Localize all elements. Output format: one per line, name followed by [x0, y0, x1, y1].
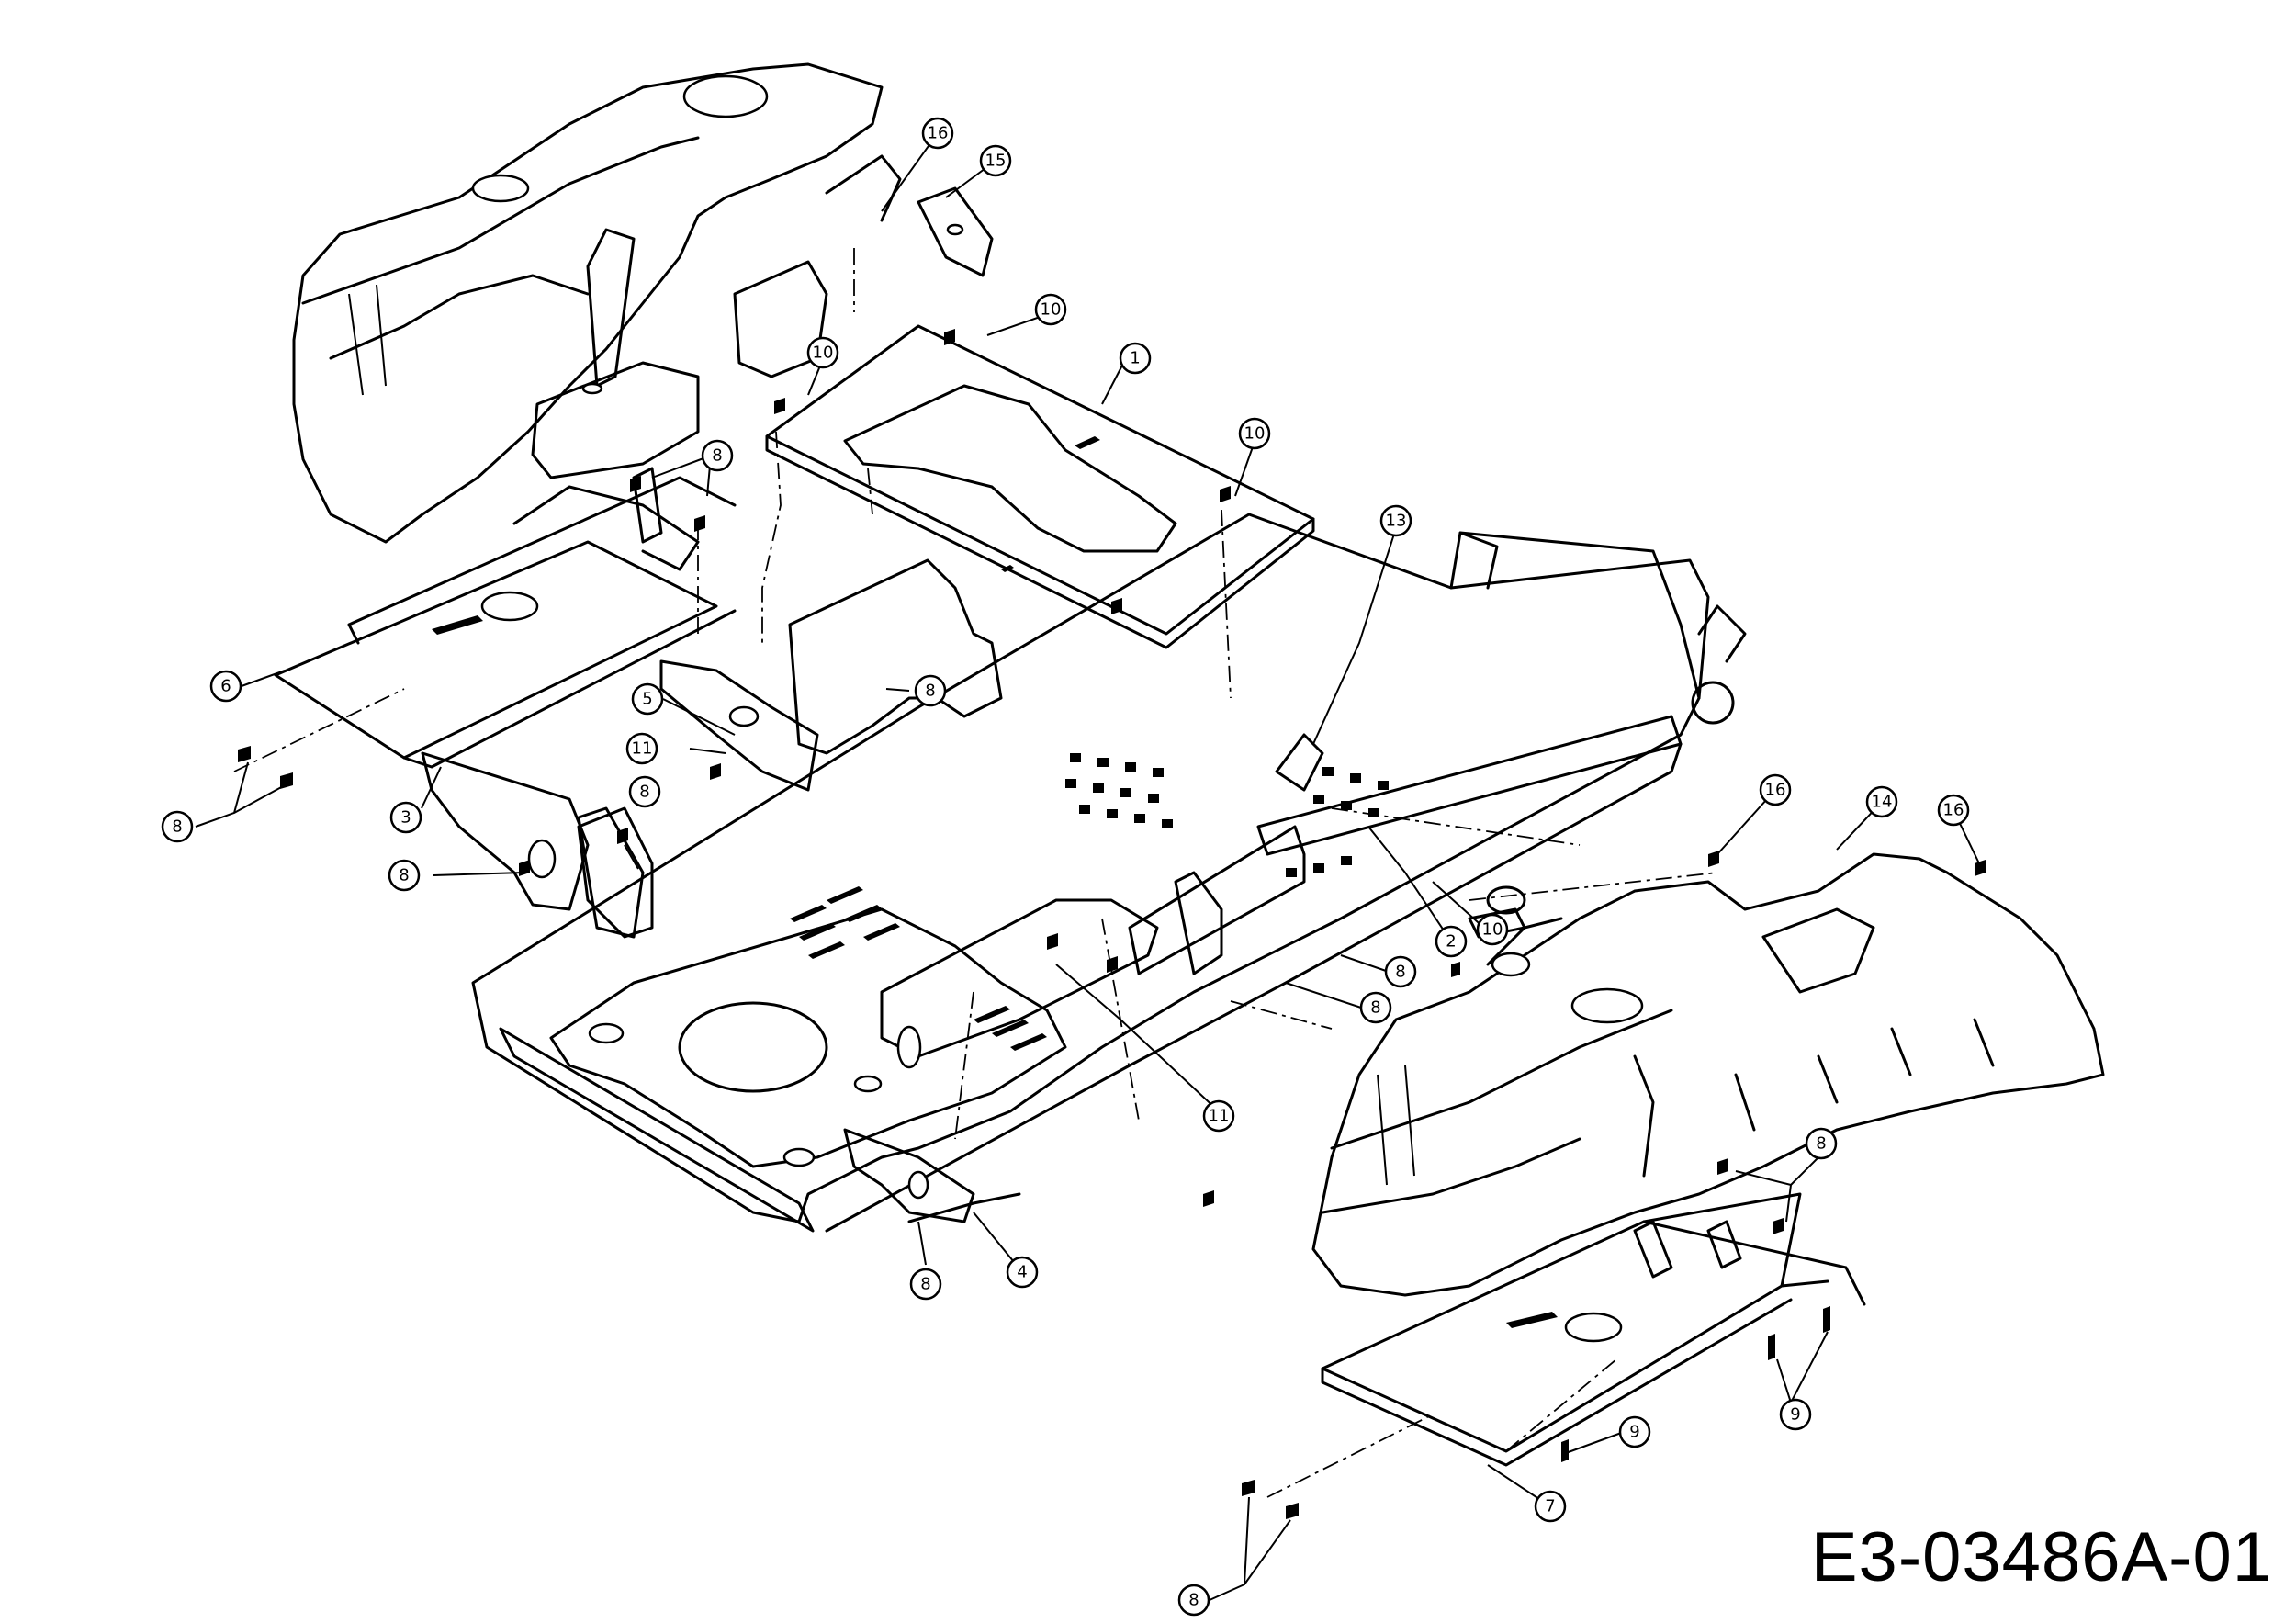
svg-text:7: 7	[1545, 1497, 1555, 1516]
svg-text:9: 9	[1629, 1423, 1639, 1442]
right-footplate	[1321, 1192, 1866, 1467]
svg-text:8: 8	[172, 817, 182, 837]
svg-text:13: 13	[1386, 512, 1407, 531]
center-sub-bracket	[659, 659, 819, 792]
grid-holes	[1065, 753, 1389, 877]
svg-text:16: 16	[1765, 781, 1786, 800]
front-bracket	[843, 1128, 975, 1223]
callout-8-bottom: 8	[1177, 1584, 1210, 1617]
callout-16-rear: 16	[921, 117, 954, 150]
callout-8-bracket-top: 8	[628, 775, 661, 808]
callout-10-seat-right: 10	[1238, 417, 1271, 450]
svg-text:1: 1	[1130, 349, 1140, 368]
svg-text:2: 2	[1446, 932, 1456, 952]
svg-text:10: 10	[813, 344, 834, 363]
callout-16-right-fender-left: 16	[1759, 773, 1792, 806]
callout-9-right-bracket: 9	[1779, 1398, 1812, 1431]
svg-text:15: 15	[985, 152, 1007, 171]
left-footplate	[274, 467, 737, 769]
callout-13: 13	[1379, 504, 1412, 537]
left-bracket	[421, 751, 645, 939]
main-frame	[471, 513, 1747, 1233]
callout-10-seat-left: 10	[806, 336, 839, 369]
svg-text:4: 4	[1017, 1263, 1027, 1282]
callout-11-center: 11	[1202, 1099, 1235, 1133]
svg-text:9: 9	[1790, 1405, 1800, 1425]
svg-text:10: 10	[1244, 424, 1266, 444]
svg-text:8: 8	[925, 682, 935, 701]
svg-text:16: 16	[1943, 801, 1964, 820]
callout-4: 4	[1006, 1256, 1039, 1289]
svg-text:11: 11	[1209, 1107, 1230, 1126]
svg-text:10: 10	[1482, 920, 1503, 940]
callout-8-front: 8	[909, 1268, 942, 1301]
svg-text:8: 8	[712, 446, 722, 466]
callout-8-right-1: 8	[1359, 991, 1392, 1024]
hardware	[238, 329, 1986, 1519]
callout-10-seat-top: 10	[1034, 293, 1067, 326]
svg-text:8: 8	[639, 783, 649, 802]
callout-7: 7	[1534, 1490, 1567, 1523]
callout-2: 2	[1435, 925, 1468, 958]
leader-lines	[195, 132, 1980, 1601]
right-chassis-arm	[1275, 733, 1526, 939]
callout-8-right-footplate: 8	[1805, 1127, 1838, 1160]
svg-text:8: 8	[1816, 1134, 1826, 1154]
deck-slots	[790, 886, 1047, 1051]
svg-text:16: 16	[928, 124, 949, 143]
callout-5: 5	[631, 682, 664, 716]
svg-text:6: 6	[220, 677, 231, 696]
svg-text:10: 10	[1041, 300, 1062, 320]
svg-text:8: 8	[1395, 963, 1405, 982]
svg-text:8: 8	[920, 1275, 930, 1294]
svg-text:5: 5	[642, 690, 652, 709]
right-fender	[1311, 852, 2105, 1297]
drawing-number: E3-03486A-01	[1810, 1518, 2272, 1596]
callout-14: 14	[1865, 785, 1898, 818]
callout-3: 3	[389, 801, 422, 834]
callout-6: 6	[209, 670, 242, 703]
callout-11-left: 11	[625, 732, 658, 765]
callout-8-upper-left: 8	[701, 439, 734, 472]
callout-9-footplate: 9	[1618, 1415, 1651, 1448]
callout-16-right-fender-right: 16	[1937, 794, 1970, 827]
callout-8-bracket-side: 8	[388, 859, 421, 892]
callout-8-right-2: 8	[1384, 955, 1417, 988]
svg-text:8: 8	[1370, 998, 1380, 1018]
callout-8-left-footplate: 8	[161, 810, 194, 843]
svg-text:14: 14	[1872, 793, 1893, 812]
rear-bracket	[917, 186, 994, 277]
svg-text:11: 11	[632, 739, 653, 759]
callout-15: 15	[979, 144, 1012, 177]
callout-10-frame: 10	[1476, 913, 1509, 946]
svg-text:3: 3	[400, 808, 411, 828]
svg-text:8: 8	[399, 866, 409, 885]
left-fender-tank	[292, 62, 902, 544]
seat-pan-plate	[765, 324, 1315, 649]
callout-1: 1	[1119, 342, 1152, 375]
callout-8-center: 8	[914, 674, 947, 707]
assembly-lines	[233, 248, 1718, 1498]
svg-text:8: 8	[1188, 1591, 1199, 1610]
